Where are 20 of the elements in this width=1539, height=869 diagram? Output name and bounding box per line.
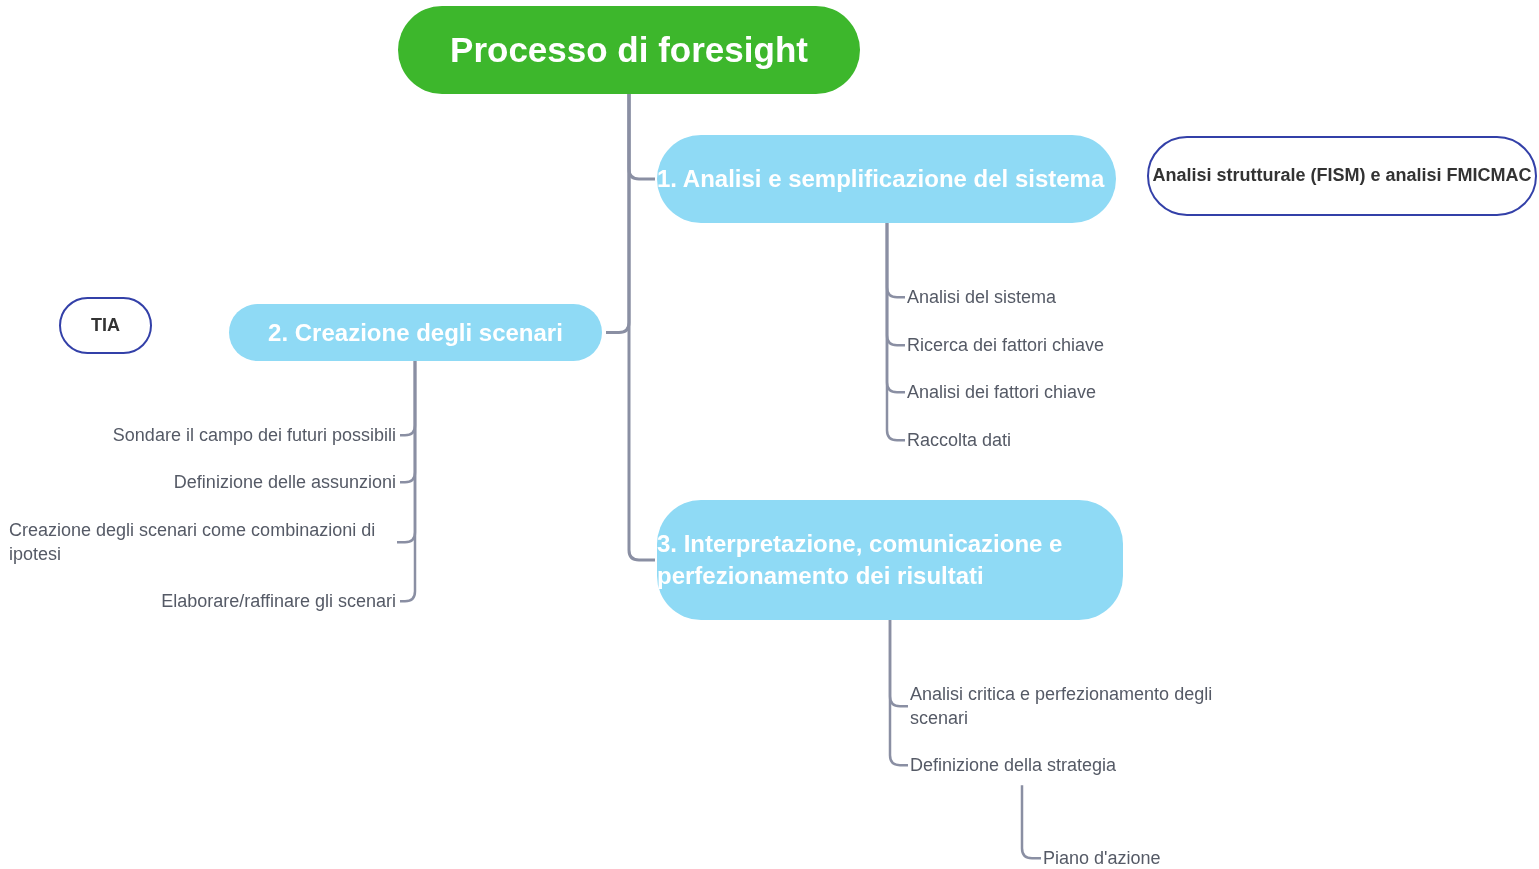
subtopic-text: Analisi critica e perfezionamento degli scenari: [910, 682, 1255, 731]
topic-label: TIA: [91, 313, 120, 337]
topic-box: [657, 500, 1123, 620]
note-box: [59, 297, 152, 354]
subtopic-text: Piano d'azione: [1043, 846, 1161, 869]
subtopic-text: Creazione degli scenari come combinazioni di ipotesi: [9, 518, 393, 567]
topic-label: Analisi strutturale (FISM) e analisi FMICMAC: [1152, 164, 1532, 188]
topic-label: 1. Analisi e semplificazione del sistema: [657, 164, 1106, 195]
subtopic-text: Definizione delle assunzioni: [173, 470, 396, 495]
subtopic-text: Sondare il campo dei futuri possibili: [112, 423, 396, 448]
subtopic-text: Raccolta dati: [907, 428, 1012, 453]
topic-label: 3. Interpretazione, comunicazione e perfezionamento dei risultati: [657, 529, 1064, 591]
subtopic-text: Analisi del sistema: [907, 285, 1057, 310]
subtopic-text: Ricerca dei fattori chiave: [907, 333, 1105, 358]
topic-box: [229, 304, 602, 361]
subtopic-text: Elaborare/raffinare gli scenari: [161, 589, 396, 614]
topic-label: Processo di foresight: [450, 30, 808, 70]
subtopic-text: Analisi dei fattori chiave: [907, 380, 1097, 405]
subtopic-text: Definizione della strategia: [910, 753, 1117, 778]
topic-label: 2. Creazione degli scenari: [267, 317, 564, 348]
